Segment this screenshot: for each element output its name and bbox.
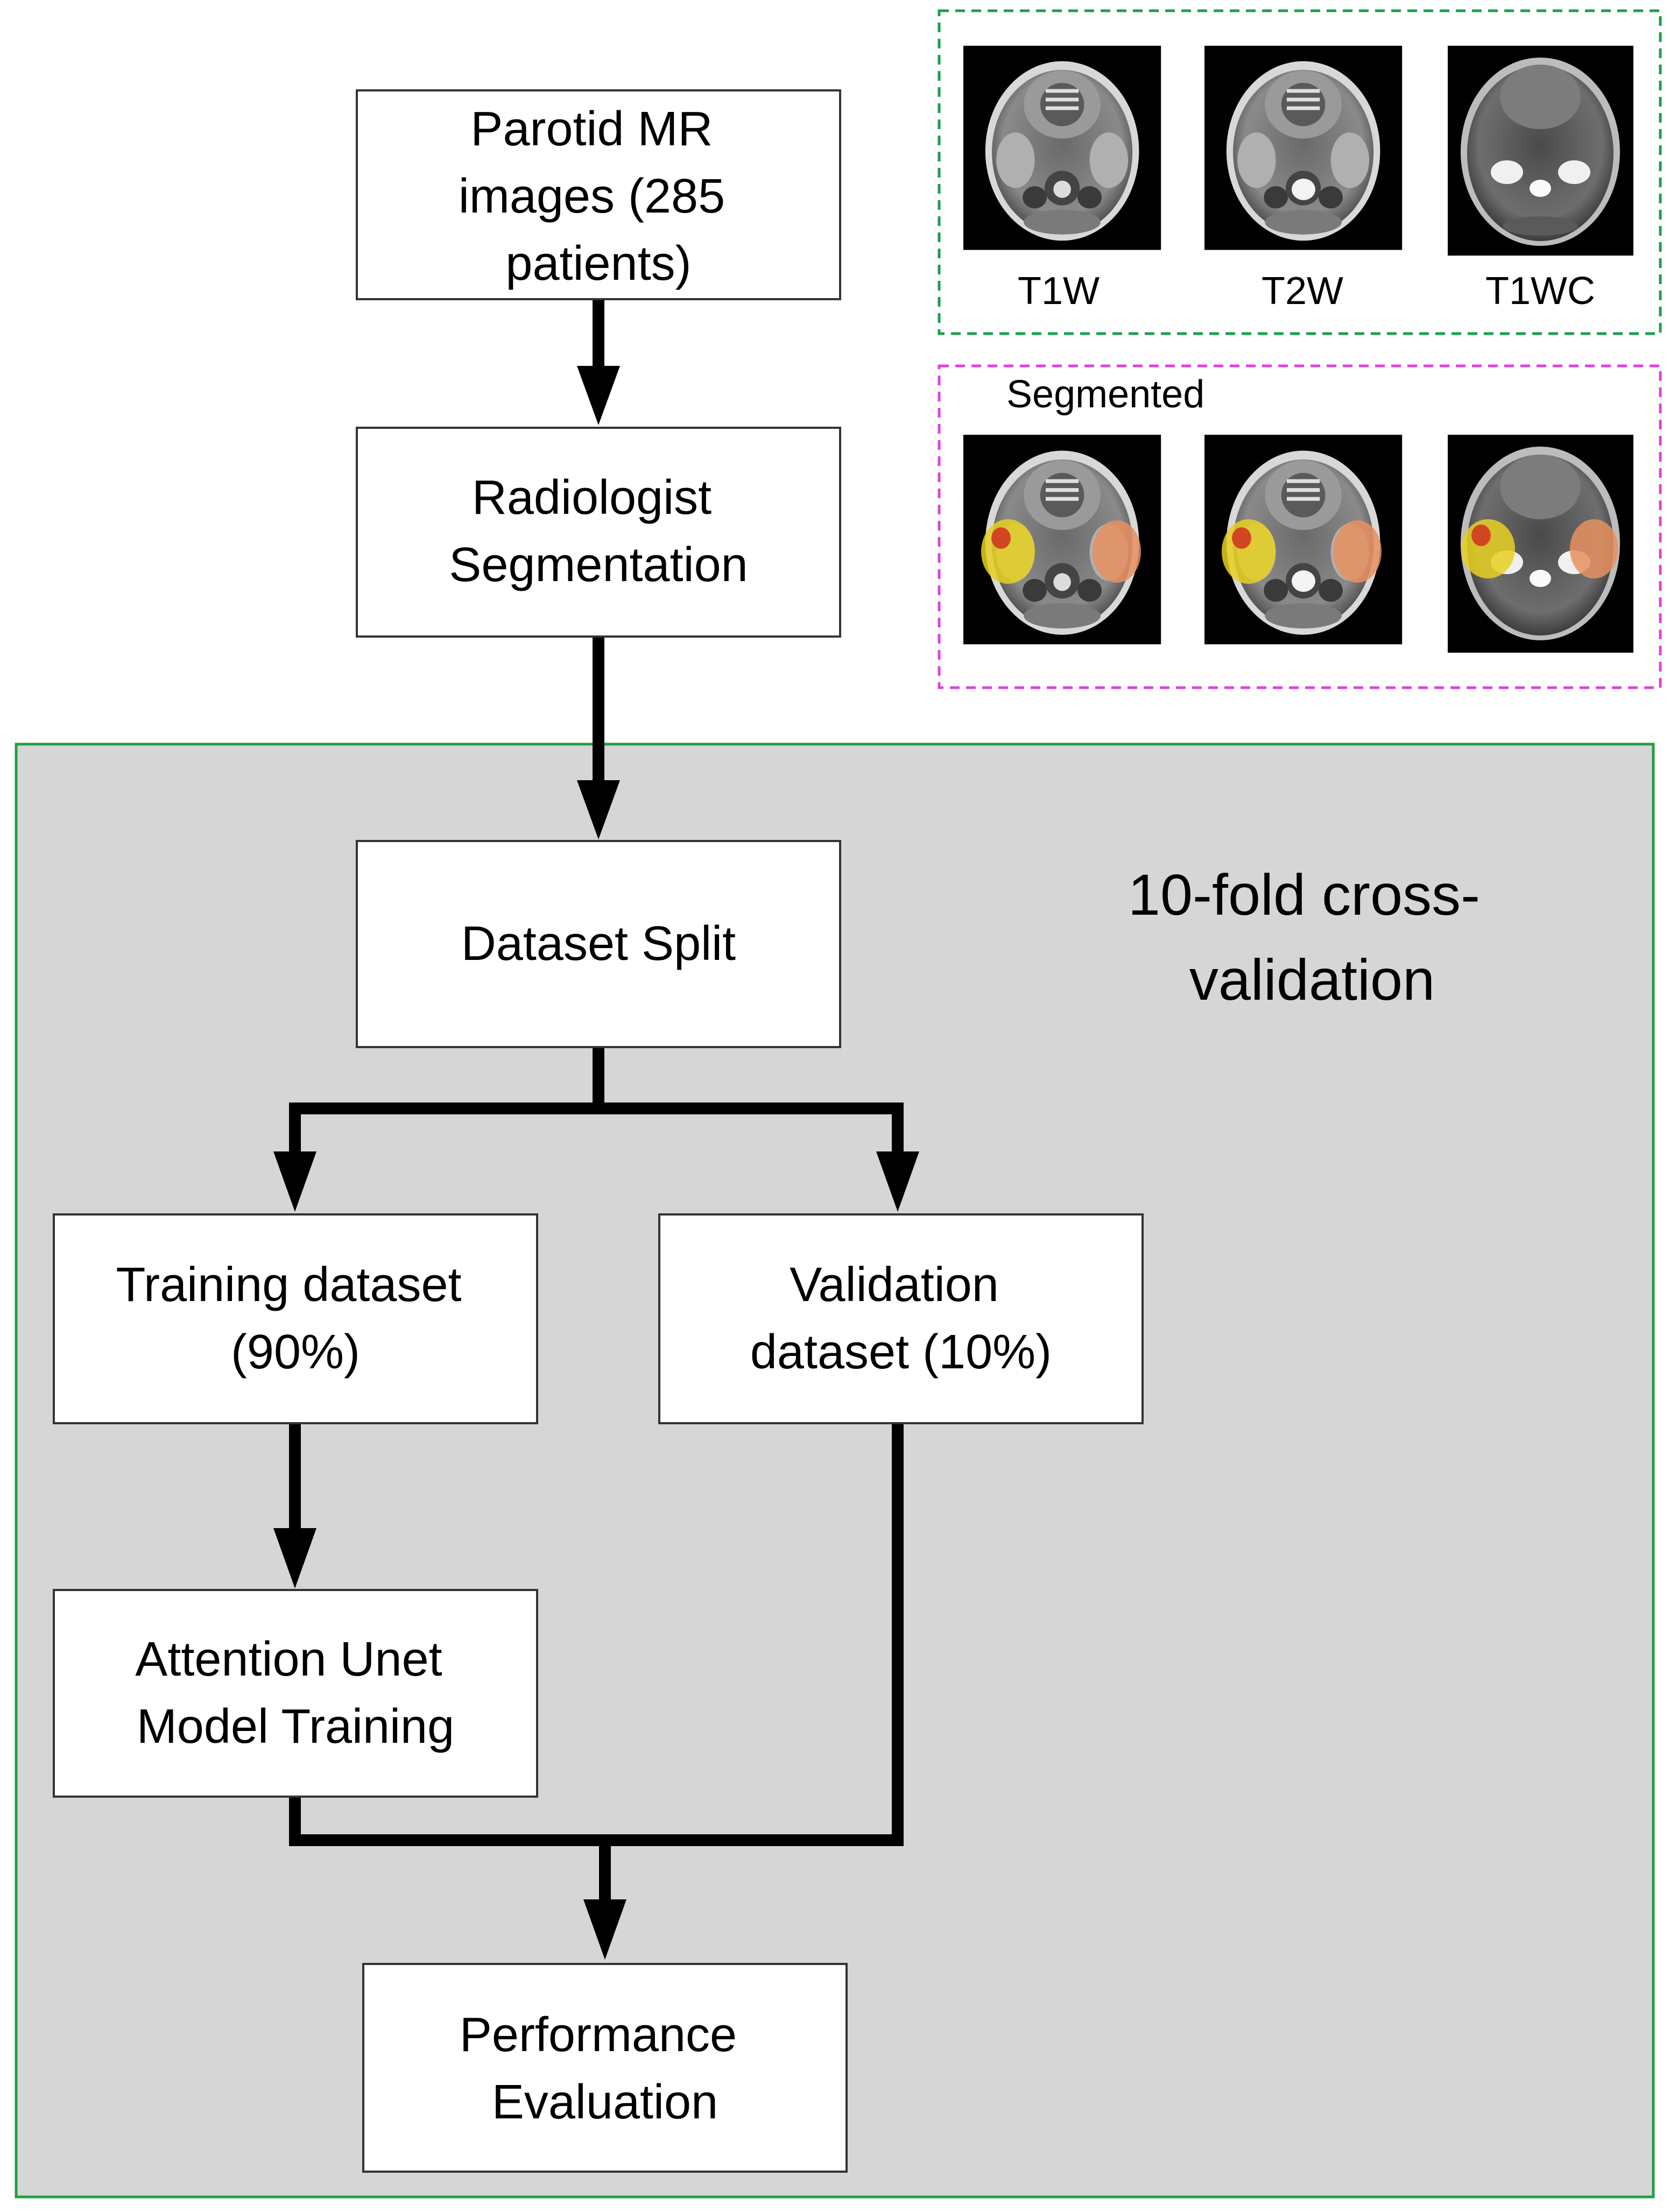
arrowhead-performance (583, 1899, 626, 1960)
raw-mr-panel: T1W T2W T1WC (938, 9, 1662, 335)
arrowhead-split (577, 780, 620, 839)
flow-arrows (289, 299, 904, 1910)
label-t1w: T1W (1018, 270, 1100, 313)
segmented-image-t1wc (1448, 435, 1633, 653)
svg-text:Radiologist Segmentation: Radiologist Segmentation (449, 471, 748, 592)
node-validation: Validation dataset (10%) (658, 1213, 1144, 1424)
arrow-split-to-training (289, 1047, 604, 1162)
arrowhead-attention (273, 1528, 316, 1588)
mri-image-t1w (963, 46, 1161, 250)
svg-text:Validation dataset (10%): Validation dataset (10%) (750, 1258, 1052, 1379)
arrowhead-training (273, 1151, 316, 1212)
node-training: Training dataset (90%) (53, 1213, 538, 1424)
segmented-image-t2w (1204, 435, 1403, 645)
svg-text:Training dataset (90%): Training dataset (90%) (116, 1258, 475, 1379)
cv-region-label: 10-fold cross- validation (1128, 862, 1496, 1012)
arrow-heads (273, 366, 919, 1960)
arrowhead-radiologist (577, 366, 620, 425)
arrow-attention-to-performance (289, 1797, 611, 1910)
arrowhead-validation (876, 1151, 919, 1212)
mri-image-t1wc (1448, 46, 1633, 256)
svg-text:Parotid MR images (285: Parotid MR images (285 patients) (459, 102, 738, 291)
node-parotid: Parotid MR images (285 patients) (356, 89, 841, 300)
label-t2w: T2W (1262, 270, 1343, 313)
label-t1wc: T1WC (1485, 270, 1595, 313)
svg-text:Attention Unet Model Tra: Attention Unet Model Training (135, 1633, 455, 1754)
mri-image-t2w (1204, 46, 1403, 250)
segmented-panel: Segmented (938, 364, 1662, 689)
node-performance: Performance Evaluation (362, 1963, 848, 2173)
node-attention-unet: Attention Unet Model Training (53, 1589, 538, 1798)
segmented-title: Segmented (1006, 373, 1204, 416)
svg-text:Performance Evaluation: Performance Evaluation (460, 2008, 750, 2129)
node-dataset-split: Dataset Split (356, 840, 841, 1048)
node-radiologist: Radiologist Segmentation (356, 427, 841, 638)
arrow-split-to-validation (598, 1103, 904, 1162)
segmented-image-t1w (963, 435, 1161, 645)
arrow-validation-to-performance (605, 1423, 904, 1846)
svg-text:Dataset Split: Dataset Split (461, 917, 736, 971)
